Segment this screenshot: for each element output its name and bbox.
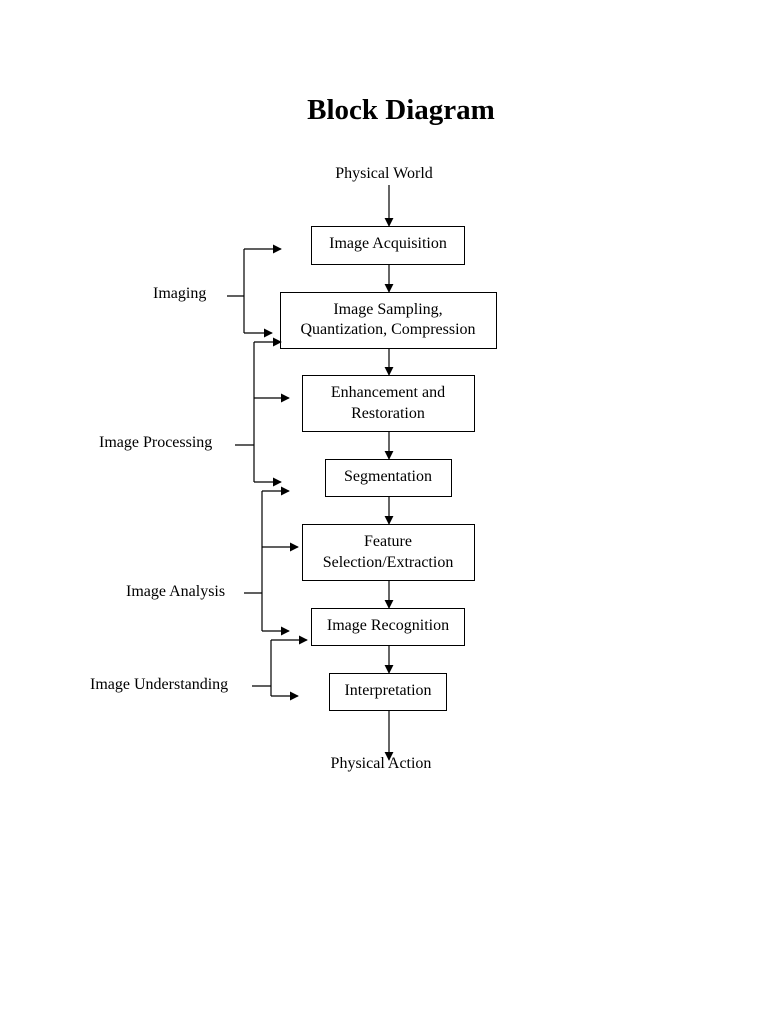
block-interpretation: Interpretation: [329, 673, 447, 711]
terminal-physical-action: Physical Action: [331, 755, 432, 772]
group-label-imaging: Imaging: [153, 285, 206, 302]
page-title: Block Diagram: [307, 94, 495, 126]
block-feature-selection: Feature Selection/Extraction: [302, 524, 475, 581]
block-label-line-2: Quantization, Compression: [300, 321, 475, 338]
block-label: Image Recognition: [327, 617, 449, 634]
group-imaging: Imaging: [153, 244, 282, 338]
block-label: Segmentation: [344, 468, 432, 485]
block-label-line-1: Feature: [364, 533, 412, 550]
group-image-understanding: Image Understanding: [90, 635, 308, 701]
block-label: Image Acquisition: [329, 235, 447, 252]
block-label-line-1: Image Sampling,: [333, 301, 442, 318]
block-label-line-1: Enhancement and: [331, 384, 445, 401]
group-label-image-analysis: Image Analysis: [126, 583, 225, 600]
block-image-sampling: Image Sampling, Quantization, Compressio…: [280, 292, 497, 349]
block-label: Interpretation: [344, 682, 431, 699]
terminal-physical-world: Physical World: [335, 165, 433, 182]
group-label-image-understanding: Image Understanding: [90, 676, 228, 693]
group-label-image-processing: Image Processing: [99, 434, 212, 451]
block-segmentation: Segmentation: [325, 459, 452, 497]
block-enhancement-restoration: Enhancement and Restoration: [302, 375, 475, 432]
group-image-analysis: Image Analysis: [126, 486, 299, 636]
block-label-line-2: Selection/Extraction: [323, 554, 454, 571]
block-image-recognition: Image Recognition: [311, 608, 465, 646]
block-label-line-2: Restoration: [351, 405, 425, 422]
group-image-processing: Image Processing: [99, 337, 290, 487]
block-image-acquisition: Image Acquisition: [311, 226, 465, 265]
